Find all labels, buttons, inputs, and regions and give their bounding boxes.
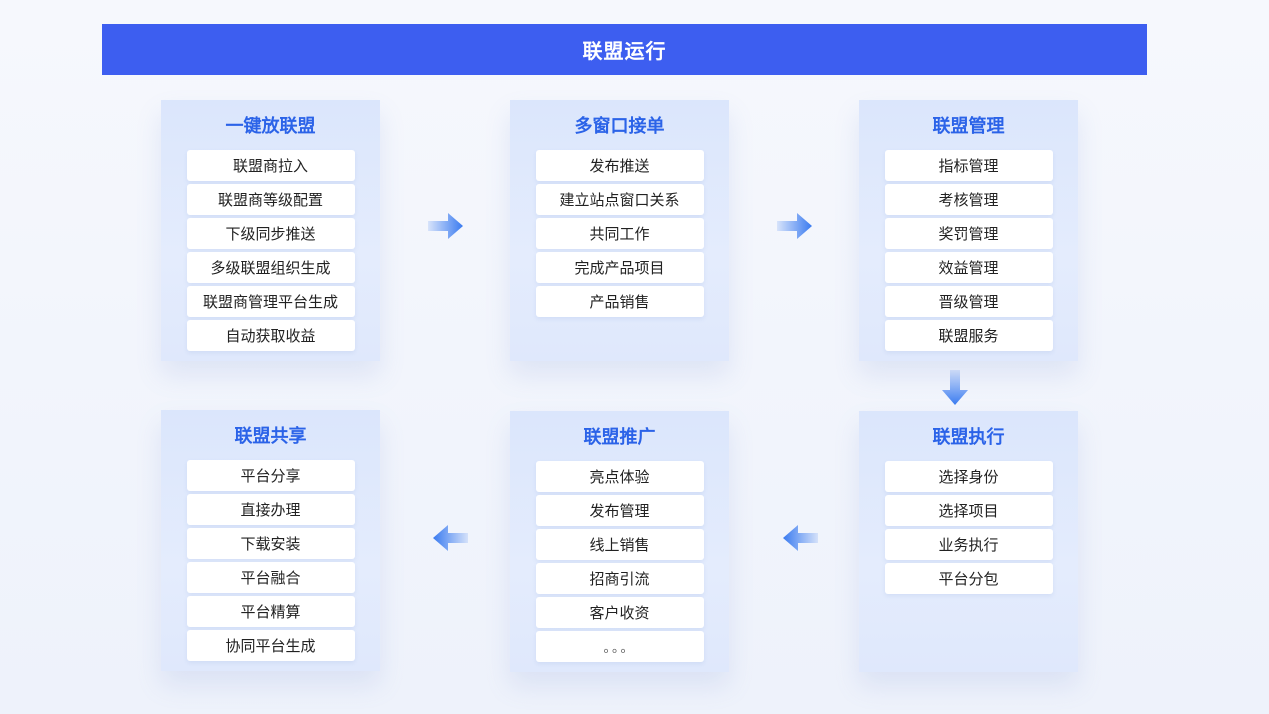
card-title: 多窗口接单 [574,116,665,137]
list-item: 平台精算 [186,596,355,627]
card-title: 联盟共享 [234,426,307,447]
list-item: 选择身份 [884,461,1053,492]
list-item: 平台分享 [186,460,355,491]
list-item: 下载安装 [186,528,355,559]
arrow-left-icon [432,524,468,552]
card-alliance-execution: 联盟执行 选择身份 选择项目 业务执行 平台分包 [859,411,1078,672]
list-item: 联盟商管理平台生成 [186,286,355,317]
card-alliance-management: 联盟管理 指标管理 考核管理 奖罚管理 效益管理 晋级管理 联盟服务 [859,100,1078,361]
list-item: 发布推送 [535,150,704,181]
list-item: 。。。 [535,631,704,662]
list-item: 下级同步推送 [186,218,355,249]
list-item: 线上销售 [535,529,704,560]
list-item: 平台分包 [884,563,1053,594]
list-item: 协同平台生成 [186,630,355,661]
list-item: 奖罚管理 [884,218,1053,249]
card-alliance-sharing: 联盟共享 平台分享 直接办理 下载安装 平台融合 平台精算 协同平台生成 [161,410,380,671]
list-item: 效益管理 [884,252,1053,283]
list-item: 亮点体验 [535,461,704,492]
arrow-right-icon [777,212,813,240]
card-alliance-promotion: 联盟推广 亮点体验 发布管理 线上销售 招商引流 客户收资 。。。 [510,411,729,672]
card-title: 联盟推广 [583,427,656,448]
list-item: 发布管理 [535,495,704,526]
card-title: 联盟管理 [932,116,1005,137]
list-item: 指标管理 [884,150,1053,181]
card-multi-window-order: 多窗口接单 发布推送 建立站点窗口关系 共同工作 完成产品项目 产品销售 [510,100,729,361]
list-item: 招商引流 [535,563,704,594]
card-title: 联盟执行 [932,427,1005,448]
list-item: 完成产品项目 [535,252,704,283]
list-item: 考核管理 [884,184,1053,215]
list-item: 联盟商拉入 [186,150,355,181]
list-item: 客户收资 [535,597,704,628]
card-one-click-alliance: 一键放联盟 联盟商拉入 联盟商等级配置 下级同步推送 多级联盟组织生成 联盟商管… [161,100,380,361]
list-item: 建立站点窗口关系 [535,184,704,215]
card-title: 一键放联盟 [225,116,316,137]
list-item: 联盟商等级配置 [186,184,355,215]
list-item: 多级联盟组织生成 [186,252,355,283]
list-item: 联盟服务 [884,320,1053,351]
list-item: 选择项目 [884,495,1053,526]
list-item: 产品销售 [535,286,704,317]
arrow-left-icon [782,524,818,552]
list-item: 晋级管理 [884,286,1053,317]
arrow-down-icon [941,370,969,406]
list-item: 共同工作 [535,218,704,249]
list-item: 直接办理 [186,494,355,525]
banner-title: 联盟运行 [102,24,1147,75]
arrow-right-icon [428,212,464,240]
list-item: 自动获取收益 [186,320,355,351]
list-item: 平台融合 [186,562,355,593]
list-item: 业务执行 [884,529,1053,560]
